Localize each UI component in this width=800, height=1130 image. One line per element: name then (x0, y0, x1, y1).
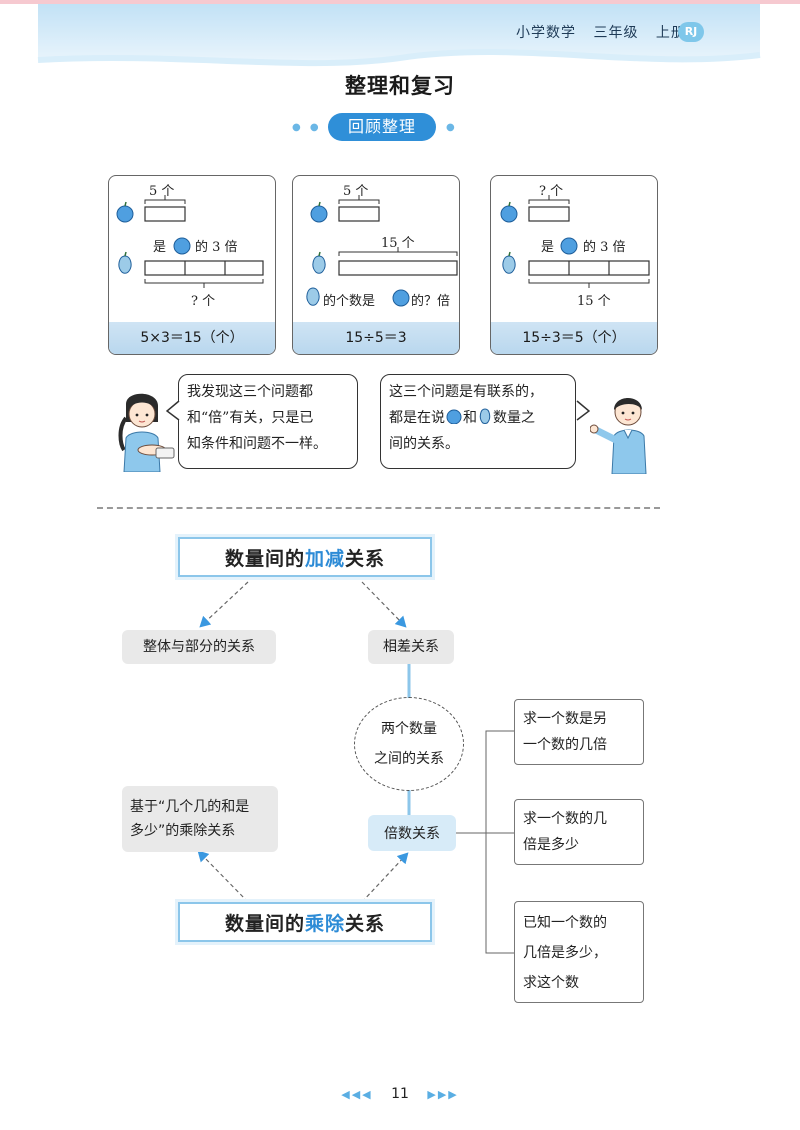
node-case-3: 已知一个数的 几倍是多少， 求这个数 (514, 901, 644, 1003)
banner-mul-post: 关系 (345, 912, 386, 935)
node-based-on: 基于“几个几的和是 多少”的乘除关系 (122, 786, 278, 852)
card-2-mid-label: 15 个 (381, 236, 415, 251)
card-3-mid-label: 是 (541, 240, 555, 255)
prev-arrows-icon: ◀◀◀ (341, 1088, 373, 1101)
girl-illustration (118, 393, 175, 472)
apple-icon (500, 201, 518, 223)
pill-dots-left: ● ● ● (292, 122, 340, 133)
banner-add-accent: 加减 (304, 547, 345, 570)
card-1-top-label: 5 个 (149, 184, 175, 199)
card-2-bottom-label: 的个数是 (323, 294, 376, 309)
card-1-mid-label: 是 (153, 240, 167, 255)
node-whole-part: 整体与部分的关系 (122, 630, 276, 664)
boy-bubble-line-1: 这三个问题是有联系的， (389, 384, 543, 400)
girl-bubble-line-2: 和“倍”有关，只是已 (187, 410, 314, 426)
girl-speech-bubble: 我发现这三个问题都 和“倍”有关，只是已 知条件和问题不一样。 (178, 374, 358, 469)
card-2-bottom-label-2: 的？倍 (411, 294, 451, 309)
boy-bubble-line-2c: 数量之 (493, 410, 535, 426)
banner-mul-pre: 数量间的 (224, 912, 305, 935)
node-difference: 相差关系 (368, 630, 454, 664)
header-subject: 小学数学 (516, 25, 576, 41)
apple-icon (445, 409, 463, 426)
boy-bubble-line-2: 都是在说 和数量之 (389, 405, 567, 431)
boy-bubble-tail (576, 400, 590, 421)
card-1-diagram (116, 195, 264, 288)
pear-icon (477, 408, 493, 426)
girl-bubble-line-3: 知条件和问题不一样。 (187, 436, 327, 452)
page-title: 整理和复习 (345, 74, 455, 98)
diagram-card-2: 5 个 15 个 的个数是 的？倍 15÷5＝3 (292, 175, 460, 355)
case-3-line-1: 已知一个数的 (523, 915, 607, 931)
diagram-card-3: ? 个 是 的 3 倍 15 个 15÷3＝5（个） (490, 175, 658, 355)
card-2-diagram (306, 195, 458, 307)
based-on-line-1: 基于“几个几的和是 (130, 799, 250, 815)
boy-bubble-line-3: 间的关系。 (389, 436, 459, 452)
card-3-top-label: ? 个 (539, 184, 564, 199)
card-3-formula: 15÷3＝5（个） (491, 322, 657, 354)
banner-add-subtract: 数量间的加减关系 (178, 537, 432, 577)
case-3-line-2: 几倍是多少， (523, 945, 607, 961)
case-1-line-1: 求一个数是另 (523, 711, 607, 727)
apple-icon (310, 201, 328, 223)
boy-illustration (590, 398, 647, 474)
case-3-line-3: 求这个数 (523, 975, 579, 991)
card-2-formula: 15÷5＝3 (293, 322, 459, 354)
case-2-line-1: 求一个数的几 (523, 811, 607, 827)
banner-mul-accent: 乘除 (304, 912, 345, 935)
case-1-line-2: 一个数的几倍 (523, 737, 607, 753)
card-2-top-label: 5 个 (343, 184, 369, 199)
node-center-relation: 两个数量 之间的关系 (354, 697, 464, 791)
header-info: 小学数学 三年级 上册 (516, 22, 698, 42)
card-3-bottom-label: 15 个 (577, 294, 611, 309)
next-arrows-icon: ▶▶▶ (427, 1088, 459, 1101)
pill-dots-right: ● (446, 122, 458, 133)
boy-bubble-line-2a: 都是在说 (389, 410, 445, 426)
case-2-line-2: 倍是多少 (523, 837, 579, 853)
section-divider (97, 507, 660, 509)
card-3-diagram (500, 195, 650, 288)
banner-add-post: 关系 (345, 547, 386, 570)
pear-icon (312, 251, 326, 274)
diagram-card-1: 5 个 是 的 3 倍 ? 个 5×3＝15（个） (108, 175, 276, 355)
boy-speech-bubble: 这三个问题是有联系的， 都是在说 和数量之 间的关系。 (380, 374, 576, 469)
banner-add-pre: 数量间的 (224, 547, 305, 570)
card-3-mid-label-2: 的 3 倍 (583, 240, 626, 255)
node-multiple: 倍数关系 (368, 815, 456, 851)
pear-icon (118, 251, 132, 274)
apple-icon (116, 201, 134, 223)
header-grade: 三年级 (593, 25, 639, 41)
header-volume: 上册 (655, 25, 686, 41)
pear-icon (502, 251, 516, 274)
page-number: 11 (391, 1086, 409, 1102)
node-case-1: 求一个数是另 一个数的几倍 (514, 699, 644, 765)
card-1-bottom-label: ? 个 (191, 294, 216, 309)
girl-bubble-line-1: 我发现这三个问题都 (187, 384, 313, 400)
page-footer: ◀◀◀ 11 ▶▶▶ (0, 1086, 800, 1102)
based-on-line-2: 多少”的乘除关系 (130, 823, 236, 839)
edition-badge: RJ (678, 22, 704, 42)
header-background (0, 0, 800, 67)
node-case-2: 求一个数的几 倍是多少 (514, 799, 644, 865)
section-pill: 回顾整理 (328, 113, 436, 141)
card-1-formula: 5×3＝15（个） (109, 322, 275, 354)
banner-multiply-divide: 数量间的乘除关系 (178, 902, 432, 942)
boy-bubble-line-2b: 和 (463, 410, 477, 426)
center-line-2: 之间的关系 (374, 751, 444, 767)
center-line-1: 两个数量 (381, 721, 437, 737)
card-1-mid-label-2: 的 3 倍 (195, 240, 238, 255)
girl-bubble-tail (166, 400, 180, 421)
